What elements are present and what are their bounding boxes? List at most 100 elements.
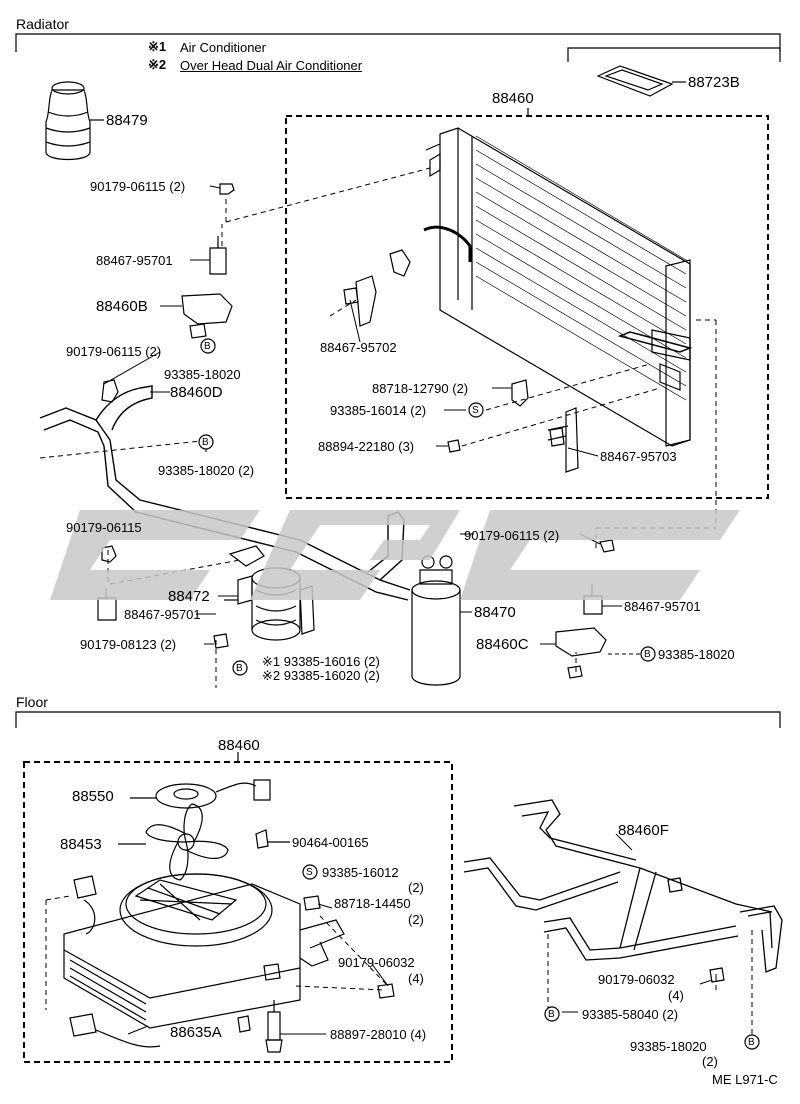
bolt-symbol-f — [744, 1034, 760, 1050]
label-93385-16012: 93385-16012 — [322, 865, 399, 880]
label-88467-95702: 88467-95702 — [320, 340, 397, 355]
label-90179-06032-a: 90179-06032 — [338, 955, 415, 970]
clamp-88460b — [189, 323, 207, 339]
condenser-assembly-box — [285, 115, 769, 499]
label-90179-06032-a-qty: (4) — [408, 971, 424, 986]
hanger-88460b — [181, 293, 233, 325]
label-93385-18020-a: 93385-18020 — [164, 367, 241, 382]
bracket-88467-95702-a — [389, 249, 411, 277]
screw-88894-22180 — [447, 439, 461, 453]
screw-symbol-b — [302, 864, 318, 880]
label-93385-18020-floor-qty: (2) — [702, 1054, 718, 1069]
nut-90179-06032-b — [709, 967, 725, 983]
label-88897-28010: 88897-28010 (4) — [330, 1027, 427, 1042]
gasket-bracket — [567, 47, 781, 62]
footer-code: ME L971-C — [712, 1072, 778, 1087]
label-90179-06115-2c: 90179-06115 (2) — [464, 528, 560, 543]
mount-88467-95701-a — [209, 236, 227, 275]
label-88723b: 88723B — [688, 74, 740, 91]
label-90179-06032-b: 90179-06032 — [598, 972, 675, 987]
floor-section-bracket — [15, 711, 781, 728]
label-88470: 88470 — [474, 604, 516, 621]
note-2-text: Over Head Dual Air Conditioner — [180, 58, 363, 73]
label-93385-58040: 93385-58040 (2) — [582, 1007, 679, 1022]
boot-88479 — [45, 81, 104, 161]
bolt-symbol-e — [544, 1006, 560, 1022]
label-88472: 88472 — [168, 588, 210, 605]
hanger-88460c — [555, 627, 607, 657]
label-88635a: 88635A — [170, 1024, 222, 1041]
clamp-88718-14450 — [303, 895, 321, 911]
bolt-symbol-a — [200, 338, 216, 354]
bolt-88897-28010 — [265, 1000, 283, 1053]
section-title-floor: Floor — [16, 694, 48, 710]
label-88467-95703: 88467-95703 — [600, 449, 677, 464]
bolt-glyph: B — [236, 663, 243, 674]
clip-90464-00165 — [255, 829, 269, 849]
mount-88467-95703 — [549, 427, 565, 447]
nut-90179-06115-a — [219, 183, 235, 195]
label-88460: 88460 — [492, 90, 534, 107]
label-90464-00165: 90464-00165 — [292, 835, 369, 850]
nut-90179-06115-c — [101, 545, 117, 563]
label-93385-16020: ※2 93385-16020 (2) — [262, 668, 380, 683]
label-88718-14450-qty: (2) — [408, 912, 424, 927]
bolt-symbol-b — [198, 434, 214, 450]
condenser-core — [423, 127, 693, 447]
screw-glyph: S — [472, 405, 479, 416]
bracket-88467-95703 — [565, 407, 579, 473]
label-88467-95701-c: 88467-95701 — [624, 599, 701, 614]
bolt-glyph: B — [202, 437, 209, 448]
label-88479: 88479 — [106, 112, 148, 129]
nut-90179-06115-d — [599, 539, 615, 553]
label-88718-12790: 88718-12790 (2) — [372, 381, 469, 396]
nut-90179-06115-b — [101, 379, 119, 403]
label-93385-16016: ※1 93385-16016 (2) — [262, 654, 380, 669]
section-title-radiator: Radiator — [16, 16, 69, 32]
label-93385-18020-floor: 93385-18020 — [630, 1039, 707, 1054]
floor-condenser-unit — [63, 873, 345, 1048]
fan-88453 — [118, 803, 229, 881]
bolt-glyph: B — [548, 1009, 555, 1020]
clamp-88718-12790 — [511, 379, 529, 407]
bracket-88467-95702 — [355, 275, 377, 327]
label-90179-06115-c: 90179-06115 — [66, 520, 142, 535]
label-90179-06115-2b: 90179-06115 (2) — [66, 344, 162, 359]
note-1-text: Air Conditioner — [180, 40, 266, 55]
label-floor-88460: 88460 — [218, 737, 260, 754]
label-88460b: 88460B — [96, 298, 148, 315]
gasket-88723b — [596, 65, 686, 97]
mount-88467-95702 — [343, 287, 359, 305]
note-2-mark: ※2 — [148, 57, 167, 72]
label-88718-14450: 88718-14450 — [334, 896, 411, 911]
motor-cap-88550 — [130, 779, 271, 809]
frame-88460f — [463, 799, 783, 973]
label-93385-16012-qty: (2) — [408, 880, 424, 895]
label-88460d: 88460D — [170, 384, 223, 401]
label-88550: 88550 — [72, 788, 114, 805]
floor-assembly-box — [23, 761, 453, 1063]
label-88453: 88453 — [60, 836, 102, 853]
bolt-glyph: B — [644, 649, 651, 660]
nut-93385-18020-c — [567, 665, 583, 679]
watermark-logo — [50, 510, 740, 600]
label-88467-95701-a: 88467-95701 — [96, 253, 173, 268]
label-93385-18020-b: 93385-18020 — [658, 647, 735, 662]
label-88467-95701-b: 88467-95701 — [124, 607, 201, 622]
bolt-symbol-d — [640, 646, 656, 662]
label-93385-16014: 93385-16014 (2) — [330, 403, 427, 418]
bolt-glyph: B — [204, 341, 211, 352]
nut-90179-06032-a — [377, 983, 395, 999]
label-90179-08123: 90179-08123 (2) — [80, 637, 177, 652]
label-90179-06032-b-qty: (4) — [668, 988, 684, 1003]
note-1-mark: ※1 — [148, 39, 167, 54]
label-88460f: 88460F — [618, 822, 669, 839]
bolt-glyph: B — [748, 1037, 755, 1048]
screw-glyph: S — [306, 867, 313, 878]
label-93385-18020-2a: 93385-18020 (2) — [158, 463, 255, 478]
nut-90179-08123 — [213, 633, 229, 649]
label-90179-06115-2a: 90179-06115 (2) — [90, 179, 186, 194]
radiator-section-bracket — [15, 33, 781, 52]
screw-symbol-a — [468, 402, 484, 418]
bolt-symbol-c — [232, 660, 248, 676]
